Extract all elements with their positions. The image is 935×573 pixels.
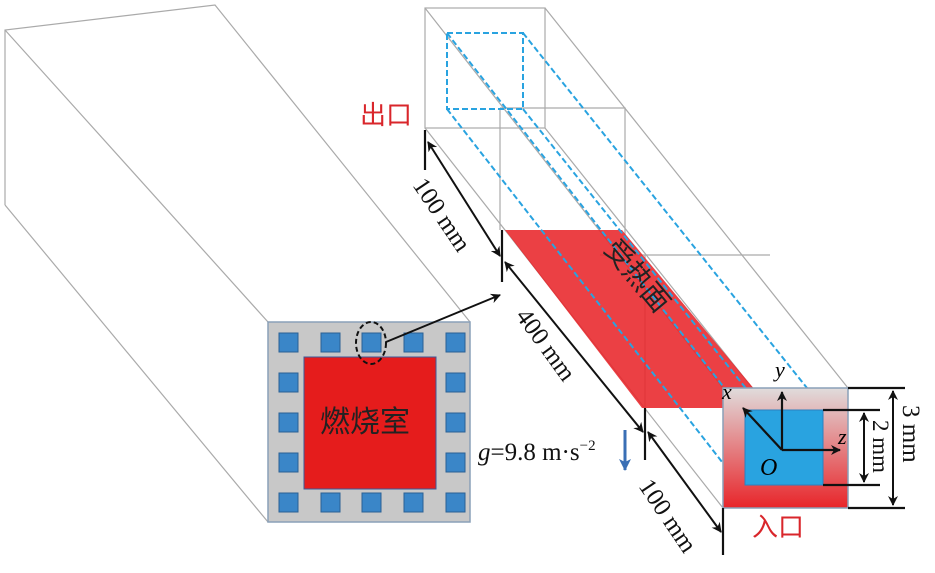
inlet-cross-section <box>722 387 849 509</box>
cooling-channel <box>320 332 341 353</box>
axis-x-label: x <box>721 379 732 404</box>
zoom-pointer-arrow <box>385 293 501 343</box>
cooling-channel <box>445 412 466 433</box>
cooling-channel <box>403 332 424 353</box>
cooling-channel <box>278 332 299 353</box>
outlet-label: 出口 <box>360 101 412 131</box>
combustion-chamber-label: 燃烧室 <box>320 405 410 440</box>
inlet-label: 入口 <box>752 513 804 543</box>
dimension-ticks <box>423 130 905 555</box>
combustor-cross-section <box>267 293 501 523</box>
cooling-channel <box>361 492 382 513</box>
coordinate-axes <box>742 391 841 455</box>
cooling-channel <box>278 492 299 513</box>
cooling-channel <box>445 452 466 473</box>
outer-size-label: 3 mm <box>897 405 924 463</box>
cooling-channel <box>445 372 466 393</box>
gravity-label: g=9.8 m·s−2 <box>478 438 596 466</box>
cooling-channel <box>445 332 466 353</box>
highlighted-channel-marker <box>355 321 387 365</box>
origin-label: O <box>760 455 777 481</box>
cooling-channel <box>320 492 341 513</box>
axis-y-label: y <box>773 357 785 382</box>
outlet-length-label: 100 mm <box>407 173 476 257</box>
cooling-channel <box>361 332 382 353</box>
dimension-arrows <box>427 141 898 533</box>
cooling-channel <box>403 492 424 513</box>
heated-length-label: 400 mm <box>510 304 581 387</box>
cooling-channel <box>278 412 299 433</box>
combustor-prism <box>4 4 471 523</box>
inlet-length-label: 100 mm <box>633 474 702 558</box>
inner-size-label: 2 mm <box>868 420 893 473</box>
cooling-channel <box>278 452 299 473</box>
cooling-channel <box>278 372 299 393</box>
cooling-channel <box>445 492 466 513</box>
axis-z-label: z <box>837 424 847 449</box>
